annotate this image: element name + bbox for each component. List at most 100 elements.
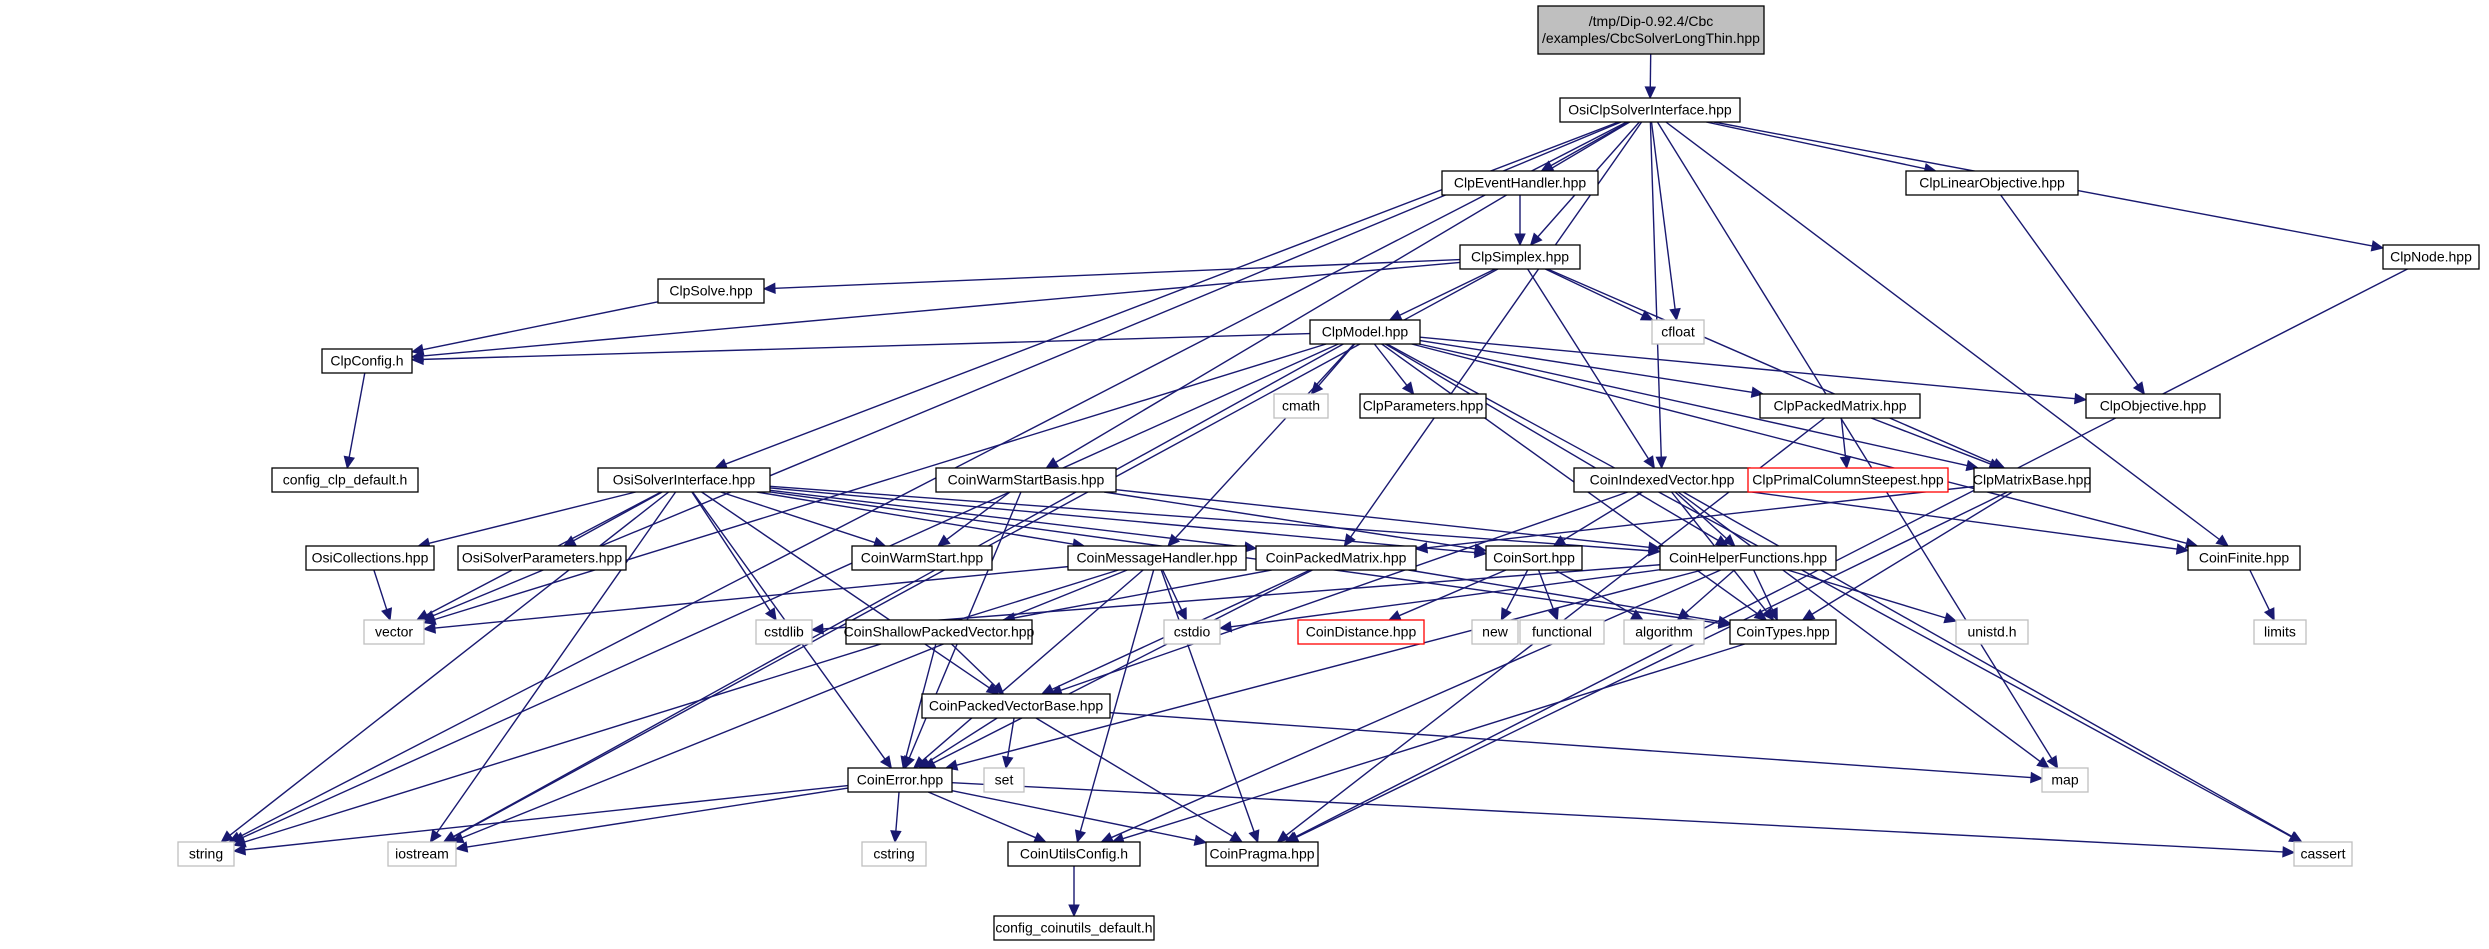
edge-clpmodel-to-coinmsg — [1167, 343, 1355, 547]
edge-line — [933, 569, 1313, 764]
edge-arrowhead — [1276, 830, 1291, 843]
edge-arrowhead — [1074, 829, 1087, 844]
edge-osiclp-to-cfloat — [1650, 121, 1681, 322]
node-box — [1297, 619, 1425, 645]
node-cmath: cmath — [1273, 393, 1329, 419]
node-label: ClpParameters.hpp — [1363, 398, 1484, 414]
edge-line — [1419, 336, 2076, 400]
node-box — [1651, 319, 1705, 345]
edge-line — [1296, 491, 2008, 838]
edge-line — [756, 491, 1074, 545]
edge-line — [1060, 491, 1628, 692]
node-box — [1273, 393, 1329, 419]
node-clpevent[interactable]: ClpEventHandler.hpp — [1441, 170, 1599, 196]
edge-line — [769, 489, 1246, 548]
node-box — [1905, 170, 2079, 196]
edge-clpmodel-to-clpconfig — [410, 332, 1311, 366]
edge-clpsimplex-to-cfloat — [1544, 268, 1654, 321]
node-coinpm[interactable]: CoinPackedMatrix.hpp — [1255, 545, 1417, 571]
edge-arrowhead — [415, 609, 430, 621]
edge-clpmodel-to-string — [231, 343, 1339, 843]
node-label: config_coinutils_default.h — [995, 920, 1152, 936]
node-clpsimplex[interactable]: ClpSimplex.hpp — [1459, 244, 1581, 270]
node-osiclp[interactable]: OsiClpSolverInterface.hpp — [1559, 97, 1741, 123]
edge-arrowhead — [1040, 683, 1055, 695]
edge-arrowhead — [2046, 755, 2059, 770]
node-label: cassert — [2300, 846, 2345, 862]
node-label: limits — [2264, 624, 2296, 640]
node-clpparams[interactable]: ClpParameters.hpp — [1359, 393, 1487, 419]
edges-layer — [220, 53, 2408, 918]
node-box — [1163, 619, 1221, 645]
node-coinhelper[interactable]: CoinHelperFunctions.hpp — [1659, 545, 1837, 571]
edge-arrowhead — [1167, 533, 1181, 547]
edge-arrowhead — [1002, 755, 1014, 770]
edge-osisolver-to-osicoll — [417, 491, 636, 549]
node-coinpvb[interactable]: CoinPackedVectorBase.hpp — [921, 693, 1111, 719]
node-box — [851, 545, 993, 571]
edge-line — [466, 787, 849, 848]
node-coinmsg[interactable]: CoinMessageHandler.hpp — [1067, 545, 1247, 571]
edge-arrowhead — [1473, 543, 1488, 555]
node-box — [1255, 545, 1417, 571]
node-coinsort[interactable]: CoinSort.hpp — [1485, 545, 1583, 571]
edge-line — [1373, 343, 1408, 386]
node-coinidx[interactable]: CoinIndexedVector.hpp — [1573, 467, 1751, 493]
node-coinfinite[interactable]: CoinFinite.hpp — [2187, 545, 2301, 571]
edge-coinidx-to-coinsort — [1552, 491, 1643, 547]
node-cstdio: cstdio — [1163, 619, 1221, 645]
node-label: ClpModel.hpp — [1322, 324, 1409, 340]
node-clpnode[interactable]: ClpNode.hpp — [2382, 244, 2480, 270]
node-root[interactable]: /tmp/Dip-0.92.4/Cbc/examples/CbcSolverLo… — [1537, 5, 1765, 55]
node-coinpragma[interactable]: CoinPragma.hpp — [1205, 841, 1319, 867]
edge-line — [1547, 268, 1995, 465]
node-label: new — [1482, 624, 1509, 640]
node-coinutilsconfig[interactable]: CoinUtilsConfig.h — [1007, 841, 1141, 867]
node-osicoll[interactable]: OsiCollections.hpp — [305, 545, 435, 571]
node-clplinobj[interactable]: ClpLinearObjective.hpp — [1905, 170, 2079, 196]
node-configclp[interactable]: config_clp_default.h — [271, 467, 419, 493]
edge-arrowhead — [1767, 607, 1778, 622]
node-osiparams[interactable]: OsiSolverParameters.hpp — [457, 545, 627, 571]
edge-line — [436, 491, 677, 834]
node-osisolver[interactable]: OsiSolverInterface.hpp — [597, 467, 771, 493]
node-box — [2085, 393, 2221, 419]
node-clppacked[interactable]: ClpPackedMatrix.hpp — [1759, 393, 1921, 419]
edge-line — [1230, 569, 1661, 628]
edge-osiclp-to-coinidx — [1649, 121, 1668, 470]
edge-arrowhead — [1388, 309, 1403, 321]
node-coinws[interactable]: CoinWarmStart.hpp — [851, 545, 993, 571]
edge-line — [1419, 339, 1753, 393]
edge-arrowhead — [1943, 612, 1958, 624]
edge-arrowhead — [900, 755, 912, 770]
edge-line — [1527, 268, 1650, 460]
node-clpmodel[interactable]: ClpModel.hpp — [1309, 319, 1421, 345]
node-clpconfig[interactable]: ClpConfig.h — [321, 348, 413, 374]
edge-line — [1384, 343, 1719, 542]
node-clpobj[interactable]: ClpObjective.hpp — [2085, 393, 2221, 419]
edge-clpmodel-to-coinfinite — [1411, 343, 2199, 549]
node-label: algorithm — [1635, 624, 1693, 640]
edge-arrowhead — [890, 830, 902, 844]
edge-coinerror-to-string — [232, 784, 849, 856]
node-coinwsb[interactable]: CoinWarmStartBasis.hpp — [935, 467, 1117, 493]
edge-line — [1399, 268, 1496, 316]
edge-line — [774, 258, 1461, 290]
edge-coinspv-to-coinerror — [900, 643, 937, 770]
edge-line — [1706, 121, 1926, 170]
edge-arrowhead — [1839, 455, 1852, 470]
node-coinerror[interactable]: CoinError.hpp — [847, 767, 953, 793]
node-clpsolve[interactable]: ClpSolve.hpp — [657, 278, 765, 304]
edge-coinwsb-to-coinws — [937, 491, 1011, 547]
edge-clpconfig-to-configclp — [343, 372, 366, 470]
node-label: ClpEventHandler.hpp — [1454, 175, 1587, 191]
edge-coinmsg-to-coinutilsconfig — [1074, 569, 1155, 844]
node-configcoin[interactable]: config_coinutils_default.h — [993, 915, 1155, 941]
node-cointypes[interactable]: CoinTypes.hpp — [1729, 619, 1837, 645]
node-clpmatbase[interactable]: ClpMatrixBase.hpp — [1973, 467, 2091, 493]
edge-coinpm-to-coinspv — [1002, 569, 1272, 624]
edge-line — [1749, 491, 2178, 550]
nodes-layer: /tmp/Dip-0.92.4/Cbc/examples/CbcSolverLo… — [177, 5, 2480, 941]
edge-clpmodel-to-clpparams — [1373, 343, 1415, 395]
node-coinspv[interactable]: CoinShallowPackedVector.hpp — [844, 619, 1035, 645]
